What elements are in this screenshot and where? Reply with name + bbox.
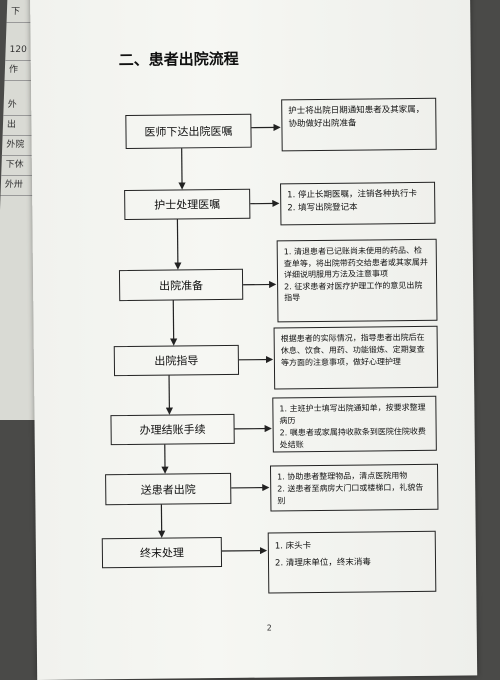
step-final-handling: 终末处理	[102, 537, 222, 568]
note-line: 2. 嘱患者或家属持收款条到医院住院收费处结账	[280, 426, 430, 452]
note-line: 1. 清退患者已记账尚未使用的药品、检查单等，将出院带药交给患者或其家属并详细说…	[284, 245, 430, 281]
note-line: 2. 征求患者对医疗护理工作的意见出院指导	[284, 280, 430, 305]
step-doctor-discharge-order: 医师下达出院医嘱	[125, 114, 251, 149]
note-line: 1. 主班护士填写出院通知单，按要求整理病历	[279, 402, 429, 428]
note-notify-family: 护士将出院日期通知患者及其家属，协助做好出院准备	[281, 98, 437, 152]
note-line: 1. 停止长期医嘱，注销各种执行卡	[287, 188, 428, 203]
note-line: 根据患者的实际情况，指导患者出院后在休息、饮食、用药、功能锻炼、定期复查等方面的…	[281, 332, 431, 370]
step-discharge-guidance: 出院指导	[114, 345, 239, 376]
flow-arrow-down	[177, 219, 178, 268]
note-billing-tasks: 1. 主班护士填写出院通知单，按要求整理病历 2. 嘱患者或家属持收款条到医院住…	[272, 396, 437, 453]
note-line: 护士将出院日期通知患者及其家属，协助做好出院准备	[288, 104, 429, 132]
step-nurse-process-order: 护士处理医嘱	[124, 189, 250, 220]
note-escort-tasks: 1. 协助患者整理物品，清点医院用物 2. 送患者至病房大门口或楼梯口，礼貌告别	[270, 464, 438, 512]
step-escort-patient: 送患者出院	[105, 473, 231, 505]
note-line: 1. 床头卡	[275, 537, 429, 556]
note-preparation-tasks: 1. 清退患者已记账尚未使用的药品、检查单等，将出院带药交给患者或其家属并详细说…	[277, 239, 438, 323]
step-discharge-preparation: 出院准备	[119, 269, 243, 301]
note-line: 2. 送患者至病房大门口或楼梯口，礼貌告别	[277, 482, 431, 508]
note-line: 2. 清理床单位，终末消毒	[275, 554, 429, 573]
note-line: 2. 填写出院登记本	[287, 201, 428, 216]
note-guidance-content: 根据患者的实际情况，指导患者出院后在休息、饮食、用药、功能锻炼、定期复查等方面的…	[274, 326, 439, 390]
note-final-tasks: 1. 床头卡 2. 清理床单位，终末消毒	[268, 531, 437, 594]
document-page: 二、患者出院流程 医师下达出院医嘱 护士处理医嘱 出院准备 出院指导 办理结账手…	[30, 0, 477, 680]
note-nurse-tasks: 1. 停止长期医嘱，注销各种执行卡 2. 填写出院登记本	[280, 182, 435, 226]
step-checkout-billing: 办理结账手续	[110, 414, 234, 445]
page-number: 2	[267, 624, 272, 633]
